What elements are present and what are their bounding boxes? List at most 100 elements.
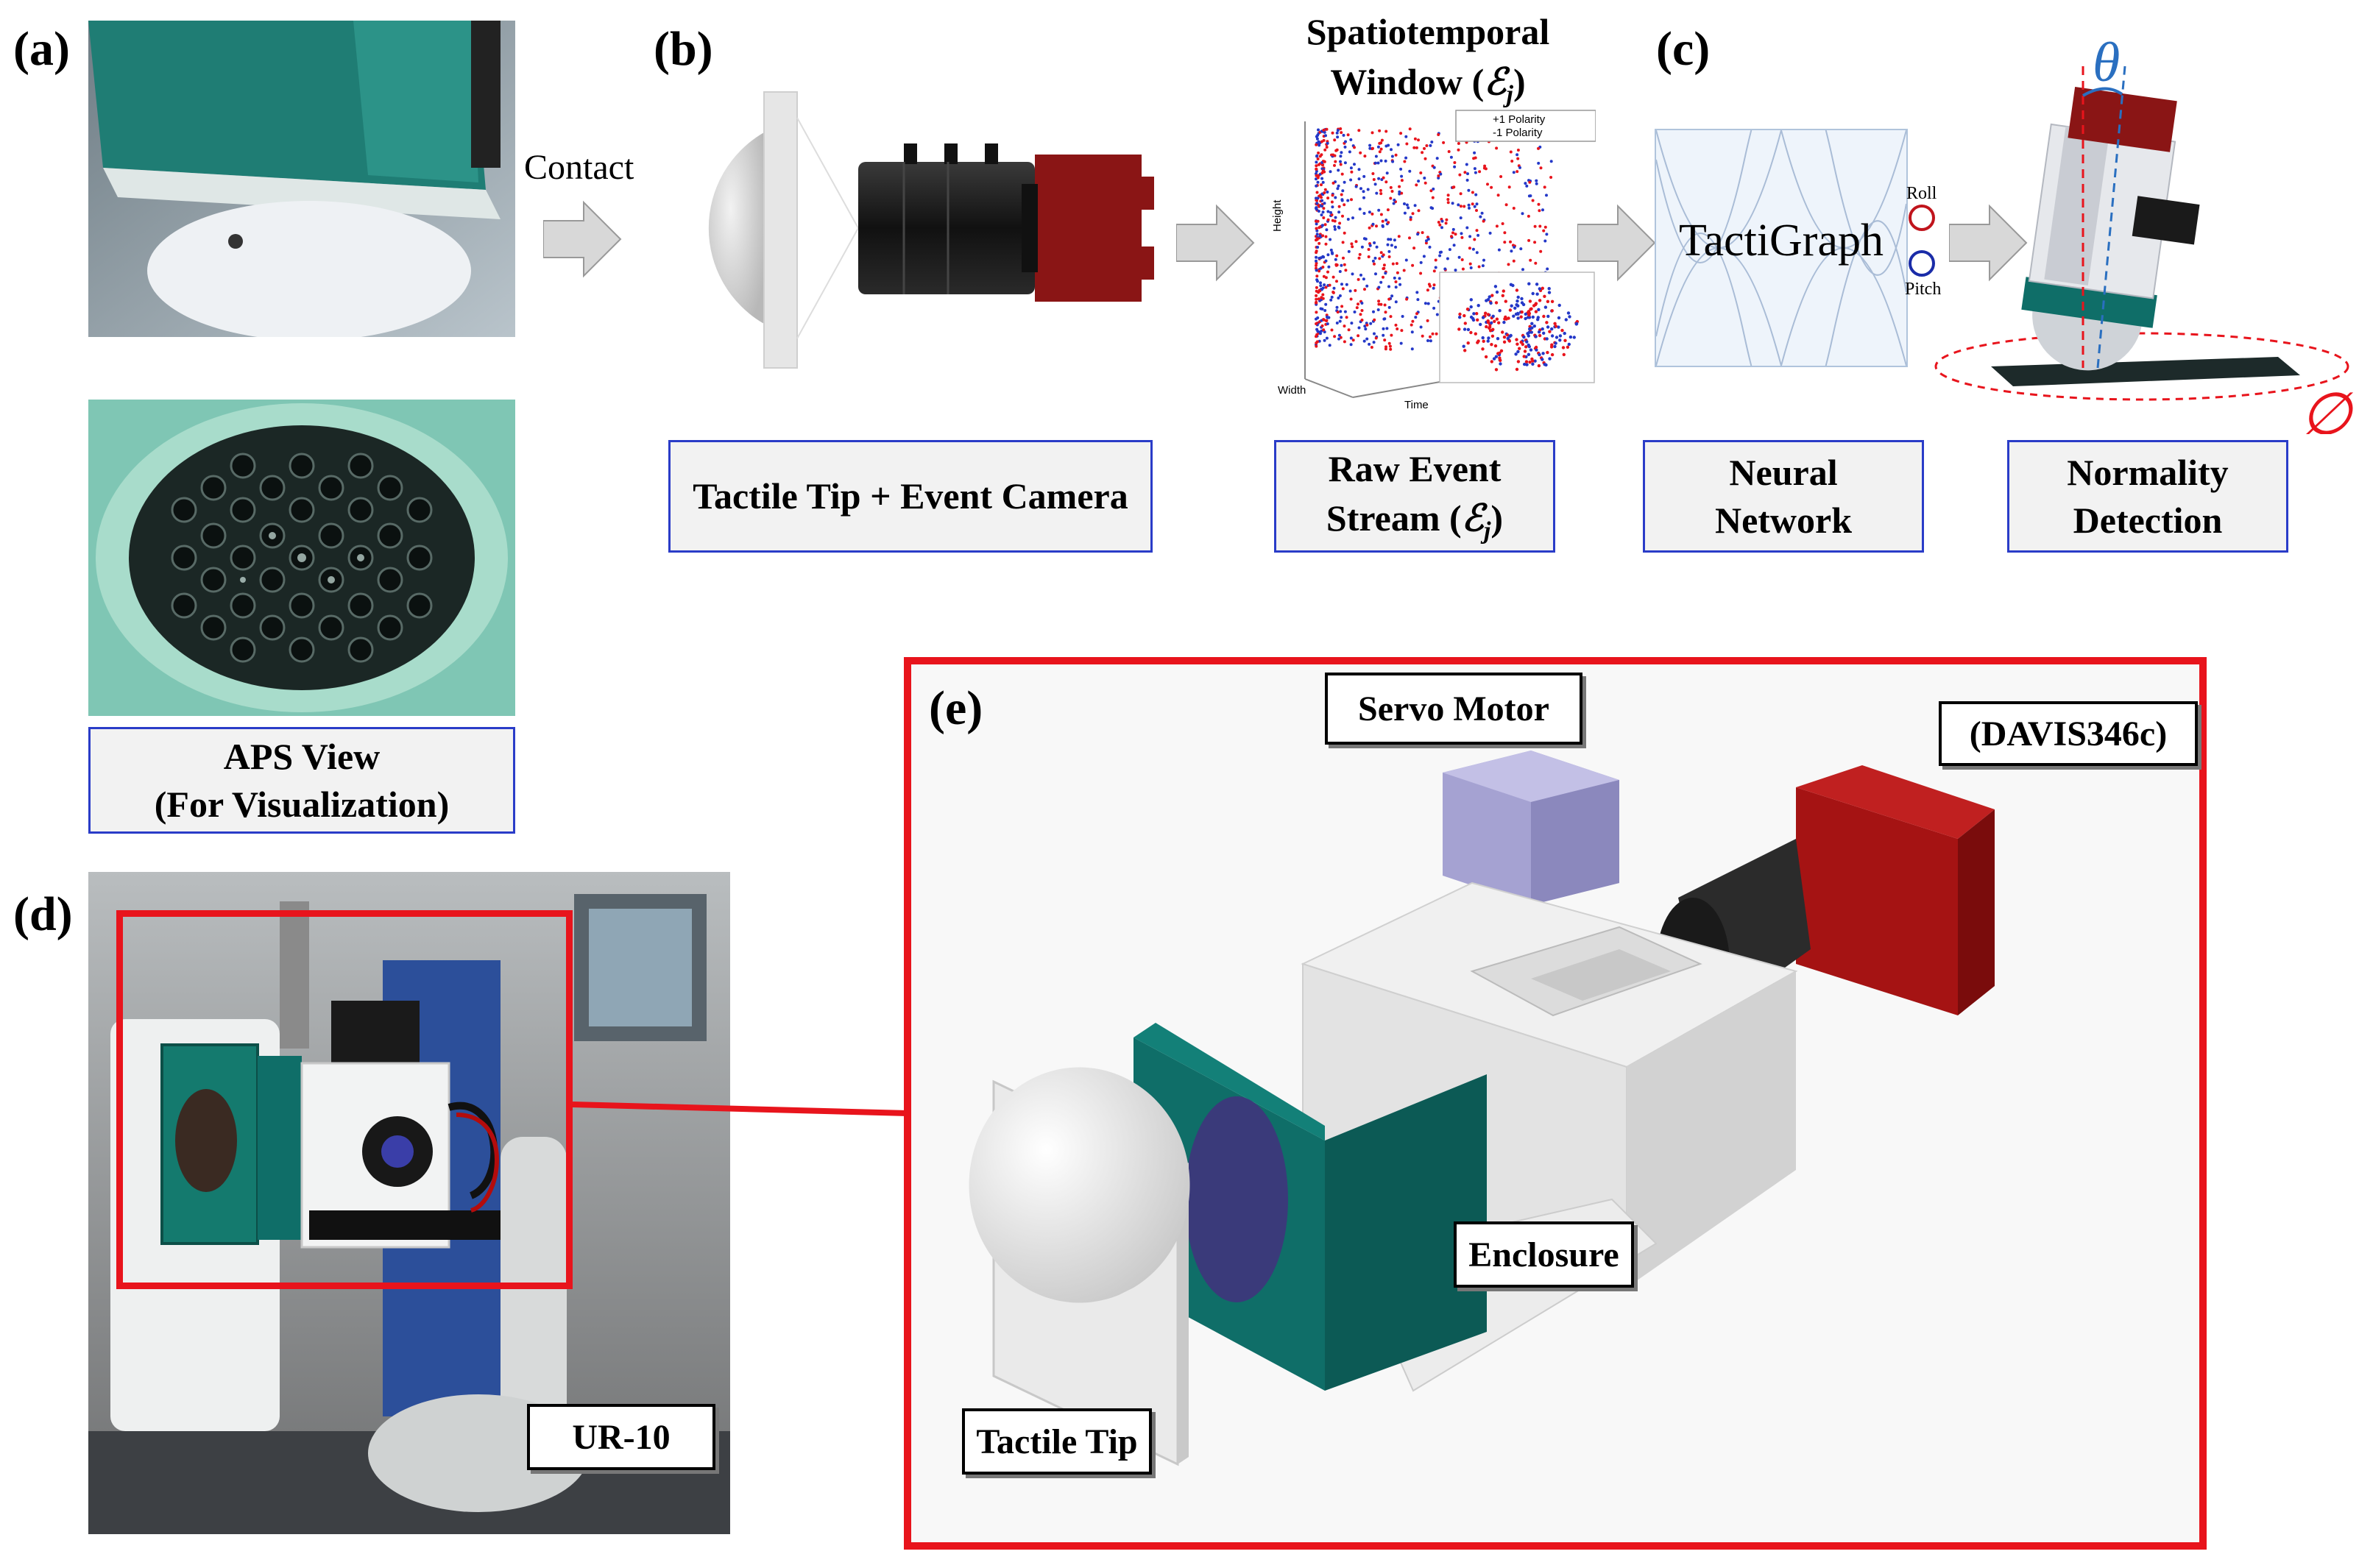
event-point <box>1346 199 1350 202</box>
event-point <box>1323 188 1327 191</box>
event-point <box>1435 332 1438 336</box>
event-point <box>1337 333 1341 337</box>
inset-event-point <box>1520 301 1524 305</box>
event-point <box>1351 272 1354 276</box>
event-point <box>1333 138 1337 142</box>
event-point <box>1543 225 1547 229</box>
event-point <box>1384 159 1387 163</box>
event-point <box>1454 233 1457 236</box>
event-point <box>1348 150 1351 154</box>
normality-line2: Detection <box>2073 499 2223 541</box>
event-point <box>1390 244 1393 247</box>
event-point <box>1512 259 1516 263</box>
event-point <box>1545 233 1549 236</box>
flow-arrow-3 <box>1577 202 1658 283</box>
inset-event-point <box>1493 344 1498 348</box>
inset-event-point <box>1558 334 1563 338</box>
event-point <box>1362 277 1365 281</box>
event-point <box>1446 194 1450 197</box>
plot-axis-height-label: Height <box>1272 199 1284 232</box>
event-point <box>1477 265 1481 269</box>
inset-event-point <box>1508 308 1513 312</box>
event-point <box>1329 248 1333 252</box>
event-point <box>1390 333 1393 337</box>
flow-arrow-2 <box>1176 202 1257 283</box>
event-point <box>1315 344 1318 348</box>
event-point <box>1401 315 1404 318</box>
event-point <box>1321 210 1325 214</box>
event-point <box>1405 203 1409 207</box>
event-point <box>1343 145 1347 149</box>
event-point <box>1429 189 1433 193</box>
inset-event-point <box>1463 327 1467 331</box>
event-point <box>1323 148 1327 152</box>
event-point <box>1353 311 1357 313</box>
event-point <box>1495 146 1499 150</box>
event-point <box>1324 134 1327 138</box>
inset-event-point <box>1493 285 1498 288</box>
event-point <box>1321 180 1325 184</box>
event-point <box>1362 196 1365 199</box>
event-point <box>1437 174 1440 177</box>
event-point <box>1329 210 1332 214</box>
inset-event-point <box>1524 360 1529 363</box>
event-point <box>1475 209 1478 212</box>
event-point <box>1348 289 1352 293</box>
event-point <box>1399 167 1403 171</box>
inset-event-point <box>1557 325 1560 329</box>
event-point <box>1473 167 1476 171</box>
event-point <box>1320 224 1324 227</box>
inset-event-point <box>1527 313 1531 317</box>
event-point <box>1384 347 1387 351</box>
event-point <box>1316 180 1320 184</box>
event-point <box>1318 269 1321 273</box>
inset-event-point <box>1535 348 1538 352</box>
event-point <box>1334 216 1337 219</box>
event-point <box>1400 329 1404 333</box>
inset-event-point <box>1538 287 1541 291</box>
inset-event-point <box>1546 350 1549 355</box>
event-point <box>1474 156 1477 160</box>
event-point <box>1519 247 1523 251</box>
event-point <box>1331 219 1334 222</box>
flow-arrow-4 <box>1949 202 2030 283</box>
event-point <box>1473 205 1476 208</box>
event-point <box>1317 297 1320 301</box>
inset-event-point <box>1491 314 1495 318</box>
inset-event-point <box>1486 313 1490 316</box>
inset-event-point <box>1536 318 1540 322</box>
event-point <box>1541 208 1544 212</box>
event-point <box>1335 254 1339 258</box>
event-point <box>1507 185 1511 189</box>
event-point <box>1393 238 1396 242</box>
event-point <box>1457 142 1460 145</box>
event-point <box>1537 146 1540 150</box>
plot-legend-box <box>1455 110 1596 142</box>
theta-symbol: θ <box>2093 32 2120 93</box>
event-point <box>1434 266 1437 269</box>
event-point <box>1326 141 1329 145</box>
event-point <box>1423 157 1427 160</box>
event-point <box>1510 160 1514 163</box>
event-point <box>1367 255 1371 258</box>
event-point <box>1408 236 1411 240</box>
event-point <box>1373 262 1376 266</box>
event-point <box>1360 302 1364 305</box>
panel-label-c: (c) <box>1656 22 1711 76</box>
inset-event-point <box>1498 356 1502 360</box>
event-point <box>1321 293 1325 297</box>
event-point <box>1321 163 1325 166</box>
inset-event-point <box>1548 357 1552 361</box>
event-point <box>1349 343 1353 347</box>
window-title-text: Window ( <box>1330 60 1485 102</box>
plot-axis-depth <box>1304 378 1354 398</box>
inset-event-point <box>1469 315 1474 319</box>
inset-event-point <box>1547 291 1552 294</box>
event-point <box>1315 311 1318 314</box>
event-point <box>1338 270 1342 273</box>
event-point <box>1315 259 1318 263</box>
inset-event-point <box>1532 304 1536 308</box>
event-point <box>1390 294 1394 298</box>
event-point <box>1365 337 1369 341</box>
event-point <box>1371 212 1374 216</box>
